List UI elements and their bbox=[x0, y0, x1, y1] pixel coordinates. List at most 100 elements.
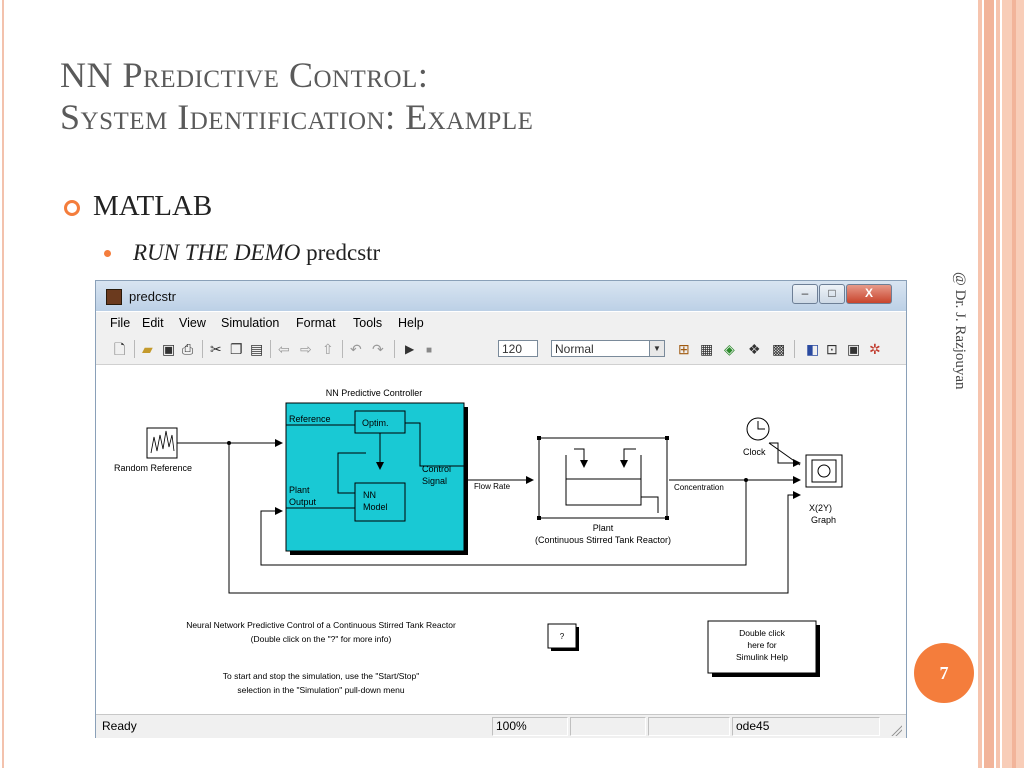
decor-stripe bbox=[984, 0, 994, 768]
debugger-icon[interactable]: ▩ bbox=[772, 341, 786, 357]
minimize-button[interactable]: – bbox=[792, 284, 818, 304]
simulink-help-block[interactable] bbox=[707, 620, 817, 674]
bullet-italic: RUN THE DEMO bbox=[133, 240, 301, 265]
inner-line bbox=[337, 452, 366, 494]
status-cell bbox=[570, 717, 646, 736]
nn-model-block[interactable] bbox=[354, 482, 406, 522]
status-cell bbox=[648, 717, 730, 736]
plant-corner bbox=[537, 516, 541, 520]
menu-bar: File Edit View Simulation Format Tools H… bbox=[96, 312, 906, 334]
scope-icon bbox=[811, 459, 837, 483]
copy-icon[interactable]: ❐ bbox=[230, 341, 243, 357]
help-question-block[interactable] bbox=[547, 623, 577, 649]
library-icon[interactable]: ▦ bbox=[700, 341, 714, 357]
bullet-text: MATLAB bbox=[93, 190, 213, 222]
plant-corner bbox=[665, 436, 669, 440]
simulink-app-icon bbox=[106, 289, 122, 305]
decor-left-line bbox=[2, 0, 4, 768]
controller-title: NN Predictive Controller bbox=[326, 388, 423, 398]
bullet-rest: predcstr bbox=[300, 240, 381, 265]
play-icon[interactable]: ▶ bbox=[405, 342, 415, 356]
open-icon[interactable]: ▰ bbox=[142, 341, 153, 357]
bullet-dot-icon bbox=[104, 250, 111, 257]
control-signal-label-1: Control bbox=[422, 464, 451, 474]
stop-icon[interactable]: ■ bbox=[426, 345, 433, 356]
menu-format[interactable]: Format bbox=[296, 316, 336, 330]
build-icon[interactable]: ⊞ bbox=[678, 341, 690, 357]
simulink-window: predcstr – □ X File Edit View Simulation… bbox=[95, 280, 907, 738]
bullet-ring-icon bbox=[64, 200, 80, 216]
forward-icon[interactable]: ⇨ bbox=[300, 341, 312, 357]
inflow-icon bbox=[620, 448, 636, 468]
menu-edit[interactable]: Edit bbox=[142, 316, 164, 330]
undo-icon[interactable]: ↶ bbox=[350, 341, 362, 357]
paste-icon[interactable]: ▤ bbox=[250, 341, 264, 357]
nn-model-label-1: NN bbox=[363, 490, 376, 500]
stop-time-input[interactable]: 120 bbox=[498, 340, 538, 357]
slide-title: NN Predictive Control: System Identifica… bbox=[60, 54, 533, 138]
graph-label-2: Graph bbox=[811, 515, 836, 525]
up-icon[interactable]: ⇧ bbox=[322, 341, 334, 357]
side-credit-text: @ Dr. J. Razjouyan bbox=[952, 272, 968, 390]
print-icon[interactable]: ⎙ bbox=[182, 341, 194, 357]
update-icon[interactable]: ◈ bbox=[724, 341, 735, 357]
startstop-line-1: To start and stop the simulation, use th… bbox=[223, 671, 419, 681]
description-line-2: (Double click on the "?" for more info) bbox=[251, 634, 392, 644]
random-signal-icon bbox=[150, 430, 175, 454]
slide-title-line1: NN Predictive Control: bbox=[60, 55, 429, 95]
clock-line bbox=[769, 442, 801, 467]
plant-label-1: Plant bbox=[593, 523, 614, 533]
status-bar: Ready 100% ode45 bbox=[96, 714, 906, 738]
back-icon[interactable]: ⇦ bbox=[278, 341, 290, 357]
simulink-help-line-2: here for bbox=[747, 640, 776, 650]
simulink-help-line-3: Simulink Help bbox=[736, 652, 788, 662]
sim-mode-select[interactable]: Normal ▼ bbox=[551, 340, 665, 357]
clock-label: Clock bbox=[743, 447, 766, 457]
toolbar-separator bbox=[794, 340, 795, 358]
decor-stripe bbox=[978, 0, 982, 768]
zoom-icon[interactable]: ⊡ bbox=[826, 341, 838, 357]
settings-icon[interactable]: ✲ bbox=[869, 341, 881, 357]
concentration-label: Concentration bbox=[674, 483, 724, 492]
menu-help[interactable]: Help bbox=[398, 316, 424, 330]
status-cell bbox=[492, 717, 568, 736]
graph-label-1: X(2Y) bbox=[809, 503, 832, 513]
resize-grip-icon[interactable] bbox=[890, 724, 902, 736]
toolbar-separator bbox=[270, 340, 271, 358]
random-reference-label: Random Reference bbox=[114, 463, 192, 473]
cut-icon[interactable]: ✂ bbox=[210, 341, 222, 357]
scope-circle bbox=[817, 464, 831, 478]
tank-icon bbox=[565, 455, 642, 506]
status-cell bbox=[732, 717, 880, 736]
nn-predictive-controller-block[interactable] bbox=[285, 402, 465, 552]
toggle-icon[interactable]: ◧ bbox=[806, 341, 820, 357]
inflow-icon bbox=[574, 448, 588, 468]
menu-tools[interactable]: Tools bbox=[353, 316, 383, 330]
window-titlebar[interactable]: predcstr – □ X bbox=[96, 281, 906, 311]
toolbar-separator bbox=[202, 340, 203, 358]
slide-title-line2: System Identification: Example bbox=[60, 97, 534, 137]
menu-view[interactable]: View bbox=[179, 316, 206, 330]
inner-line bbox=[405, 422, 464, 467]
sim-mode-value: Normal bbox=[555, 342, 594, 356]
plant-block[interactable] bbox=[538, 437, 668, 519]
save-icon[interactable]: ▣ bbox=[162, 341, 176, 357]
description-line-1: Neural Network Predictive Control of a C… bbox=[186, 620, 456, 630]
toolbar-separator bbox=[394, 340, 395, 358]
bullet-text: RUN THE DEMO predcstr bbox=[133, 240, 380, 266]
plant-output-port-label-2: Output bbox=[289, 497, 317, 507]
menu-file[interactable]: File bbox=[110, 316, 131, 330]
model-explorer-icon[interactable]: ❖ bbox=[748, 341, 761, 357]
new-icon[interactable]: 🗋 bbox=[114, 341, 126, 357]
menu-simulation[interactable]: Simulation bbox=[221, 316, 280, 330]
subsystem-icon[interactable]: ▣ bbox=[847, 341, 861, 357]
decor-stripe bbox=[996, 0, 1000, 768]
redo-icon[interactable]: ↷ bbox=[372, 341, 384, 357]
close-button[interactable]: X bbox=[846, 284, 892, 304]
plant-corner bbox=[665, 516, 669, 520]
model-canvas[interactable]: NN Predictive Controller Optim. NN Model… bbox=[96, 365, 906, 714]
page-number-badge: 7 bbox=[914, 643, 974, 703]
window-title: predcstr bbox=[129, 289, 176, 304]
maximize-button[interactable]: □ bbox=[819, 284, 845, 304]
chevron-down-icon[interactable]: ▼ bbox=[649, 341, 664, 356]
